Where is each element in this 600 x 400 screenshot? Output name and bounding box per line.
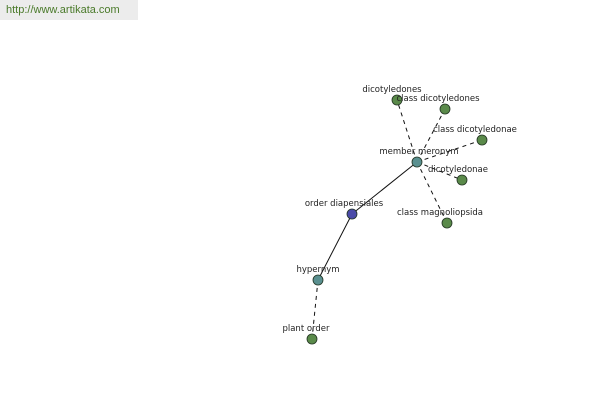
edge-member_meronym-class_dicotyledones bbox=[416, 108, 446, 163]
edge-order_diapensiales-member_meronym bbox=[351, 161, 418, 215]
node-circle[interactable] bbox=[312, 274, 324, 286]
node-dicotyledones-1[interactable]: dicotyledones bbox=[362, 85, 422, 106]
node-label: dicotyledones bbox=[362, 85, 422, 95]
edge-member_meronym-class_magnoliopsida bbox=[416, 161, 448, 224]
node-circle[interactable] bbox=[391, 94, 403, 106]
node-plant-order[interactable]: plant order bbox=[282, 324, 330, 345]
node-circle[interactable] bbox=[346, 208, 358, 220]
edge-hypernym-plant_order bbox=[311, 279, 319, 340]
node-label: class dicotyledonae bbox=[433, 125, 517, 135]
node-circle[interactable] bbox=[476, 134, 488, 146]
edge-member_meronym-dicotyledonae bbox=[416, 161, 463, 181]
node-label: member meronym bbox=[379, 147, 458, 157]
node-order-diapensiales[interactable]: order diapensiales bbox=[305, 199, 384, 220]
node-label: order diapensiales bbox=[305, 199, 384, 209]
node-circle[interactable] bbox=[411, 156, 423, 168]
node-circle[interactable] bbox=[441, 217, 453, 229]
node-circle[interactable] bbox=[456, 174, 468, 186]
node-circle[interactable] bbox=[439, 103, 451, 115]
node-member-meronym[interactable]: member meronym bbox=[379, 147, 459, 168]
node-label: plant order bbox=[282, 324, 330, 334]
node-label: hypernym bbox=[296, 265, 339, 275]
node-class-dicotyledones[interactable]: class dicotyledones bbox=[396, 94, 480, 115]
node-label: class magnoliopsida bbox=[397, 208, 483, 218]
node-circle[interactable] bbox=[306, 333, 318, 345]
watermark-url: http://www.artikata.com bbox=[0, 0, 138, 20]
edges-layer bbox=[311, 99, 483, 340]
node-hypernym[interactable]: hypernym bbox=[296, 265, 340, 286]
node-class-dicotyledonae[interactable]: class dicotyledonae bbox=[433, 125, 517, 146]
node-class-magnoliopsida[interactable]: class magnoliopsida bbox=[397, 208, 483, 229]
edge-order_diapensiales-hypernym bbox=[317, 213, 353, 281]
edge-member_meronym-dicotyledones_1 bbox=[396, 99, 418, 163]
node-label: dicotyledonae bbox=[428, 165, 488, 175]
node-dicotyledonae[interactable]: dicotyledonae bbox=[428, 165, 488, 186]
node-label: class dicotyledones bbox=[396, 94, 480, 104]
edge-member_meronym-class_dicotyledonae bbox=[416, 139, 483, 163]
